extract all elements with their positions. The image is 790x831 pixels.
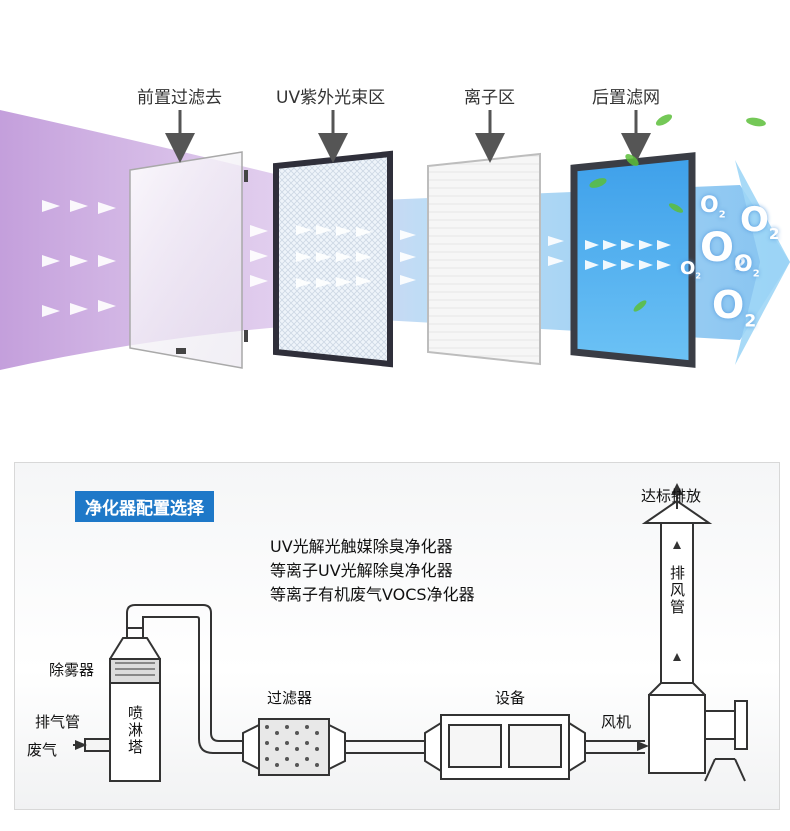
label-filter: 过滤器 — [267, 689, 313, 707]
config-selection-badge: 净化器配置选择 — [75, 491, 214, 522]
pre-filter-panel — [129, 151, 248, 369]
label-demister: 除雾器 — [49, 661, 95, 679]
label-exhaust-pipe-inlet: 排气管 — [35, 713, 81, 731]
uv-panel — [273, 150, 393, 368]
config-option-1: UV光解光触媒除臭净化器 — [270, 537, 453, 556]
stage-label-post-filter: 后置滤网 — [592, 88, 660, 108]
config-option-2: 等离子UV光解除臭净化器 — [270, 561, 453, 580]
filter-stages-illustration — [0, 110, 790, 370]
label-waste-gas: 废气 — [27, 741, 58, 759]
stage-label-pre-filter: 前置过滤去 — [137, 88, 222, 108]
label-spray-tower: 喷淋塔 — [126, 705, 144, 756]
config-option-3: 等离子有机废气VOCS净化器 — [270, 585, 475, 604]
label-exhaust-stack: 排风管 — [668, 565, 686, 616]
label-equipment: 设备 — [495, 689, 526, 707]
oxygen-molecule-2: O2 — [740, 200, 780, 243]
label-fan: 风机 — [601, 713, 632, 731]
ion-panel — [427, 152, 541, 366]
post-filter-panel — [570, 152, 696, 368]
label-discharge: 达标排放 — [641, 487, 702, 505]
system-layout-illustration — [73, 483, 748, 782]
oxygen-molecule-4: O2 — [680, 258, 701, 281]
stage-label-uv-zone: UV紫外光束区 — [276, 88, 386, 108]
oxygen-molecule-3: O2 — [700, 225, 747, 275]
stage-label-ion-zone: 离子区 — [464, 88, 515, 108]
oxygen-molecule-1: O2 — [700, 193, 726, 221]
system-layout-diagram: 净化器配置选择 UV光解光触媒除臭净化器 等离子UV光解除臭净化器 等离子有机废… — [14, 462, 780, 810]
filter-stages-diagram: 前置过滤去 UV紫外光束区 离子区 后置滤网 O2 O2 O2 O2 O2 O2 — [0, 88, 790, 370]
oxygen-molecule-5: O2 — [734, 252, 760, 280]
oxygen-molecule-6: O2 — [712, 283, 757, 332]
